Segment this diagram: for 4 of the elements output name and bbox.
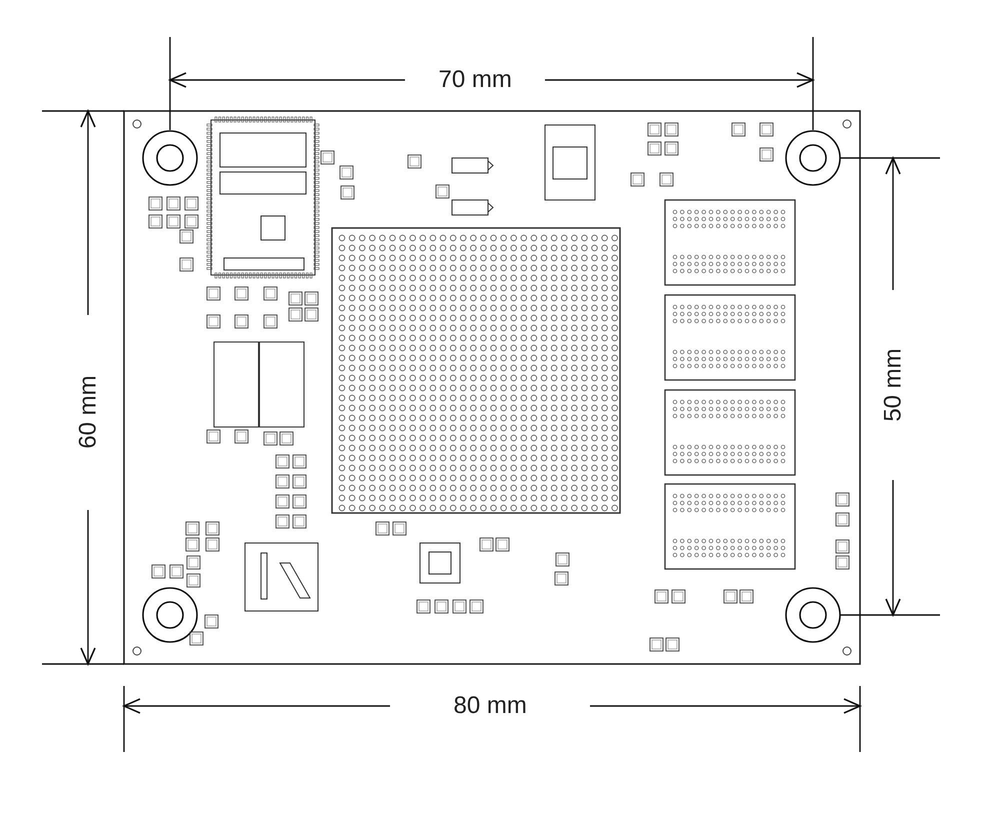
- dimension-label: 50 mm: [881, 348, 906, 422]
- dimension-label: 80 mm: [454, 694, 527, 718]
- dimension-label: 60 mm: [76, 375, 100, 449]
- dimension-label: 70 mm: [438, 68, 512, 92]
